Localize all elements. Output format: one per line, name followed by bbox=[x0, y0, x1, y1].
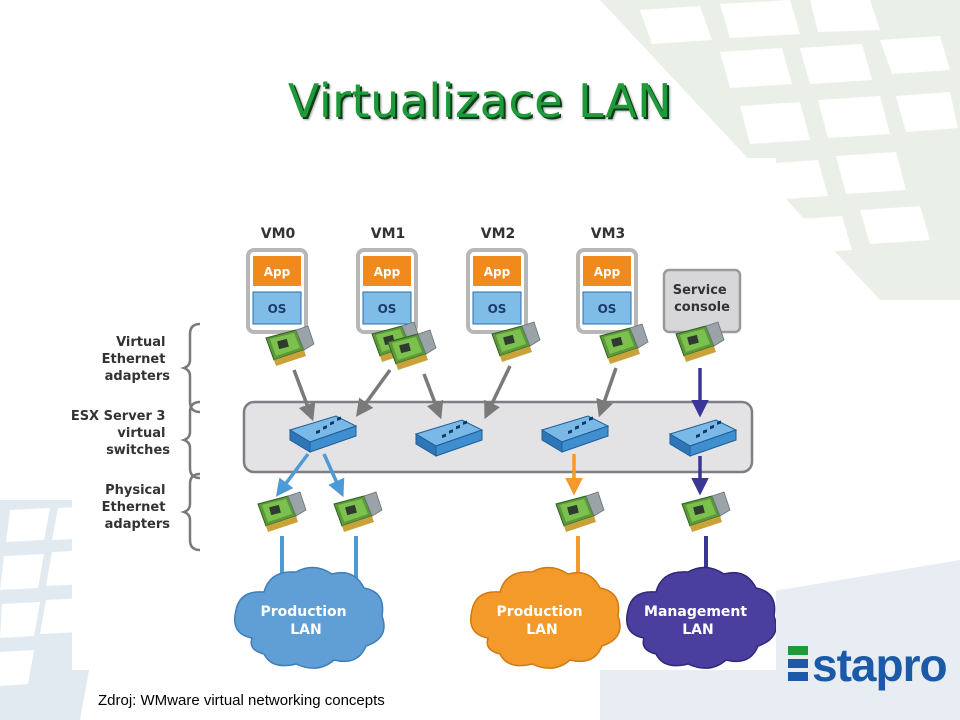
vm-label: VM3 bbox=[591, 226, 626, 242]
stapro-logo-icon bbox=[788, 646, 808, 681]
network-diagram: Virtual Ethernet adapters ESX Server 3 v… bbox=[72, 226, 776, 669]
vm-os-label: OS bbox=[598, 302, 617, 316]
vm-os-label: OS bbox=[488, 302, 507, 316]
vm-label: VM2 bbox=[481, 226, 516, 242]
source-caption: Zdroj: WMware virtual networking concept… bbox=[98, 692, 385, 709]
svg-text:Production LAN: Production LAN bbox=[260, 604, 351, 638]
vm-os-label: OS bbox=[268, 302, 287, 316]
slide-title: Virtualizace LAN bbox=[287, 74, 673, 128]
service-console: Service console bbox=[662, 268, 742, 334]
vm-app-label: App bbox=[374, 265, 401, 279]
cloud-management-lan: Management LAN bbox=[626, 566, 776, 669]
cloud-production-lan-2: Production LAN bbox=[470, 566, 621, 669]
vm-app-label: App bbox=[264, 265, 291, 279]
side-brackets bbox=[180, 322, 201, 552]
vm-app-label: App bbox=[484, 265, 511, 279]
cloud-production-lan-1: Production LAN bbox=[234, 566, 385, 669]
label-virtual-adapters: Virtual Ethernet adapters bbox=[102, 335, 171, 384]
vm-os-label: OS bbox=[378, 302, 397, 316]
vm-1: VM1 App OS bbox=[356, 226, 418, 334]
virtual-links bbox=[292, 365, 709, 422]
svg-text:Management LAN: Management LAN bbox=[644, 604, 752, 638]
uplink-arrows bbox=[275, 452, 709, 498]
vm-0: VM0 App OS bbox=[246, 226, 308, 334]
vm-label: VM0 bbox=[261, 226, 296, 242]
vm-app-label: App bbox=[594, 265, 621, 279]
label-virtual-switches: ESX Server 3 virtual switches bbox=[72, 409, 170, 458]
vm-2: VM2 App OS bbox=[466, 226, 528, 334]
svg-text:Production LAN: Production LAN bbox=[496, 604, 587, 638]
label-physical-adapters: Physical Ethernet adapters bbox=[102, 483, 171, 532]
vm-label: VM1 bbox=[371, 226, 406, 242]
svg-text:Service console: Service console bbox=[673, 283, 732, 315]
vm-3: VM3 App OS bbox=[576, 226, 638, 334]
stapro-logo-text: stapro bbox=[812, 639, 948, 691]
physical-nics bbox=[257, 491, 731, 533]
